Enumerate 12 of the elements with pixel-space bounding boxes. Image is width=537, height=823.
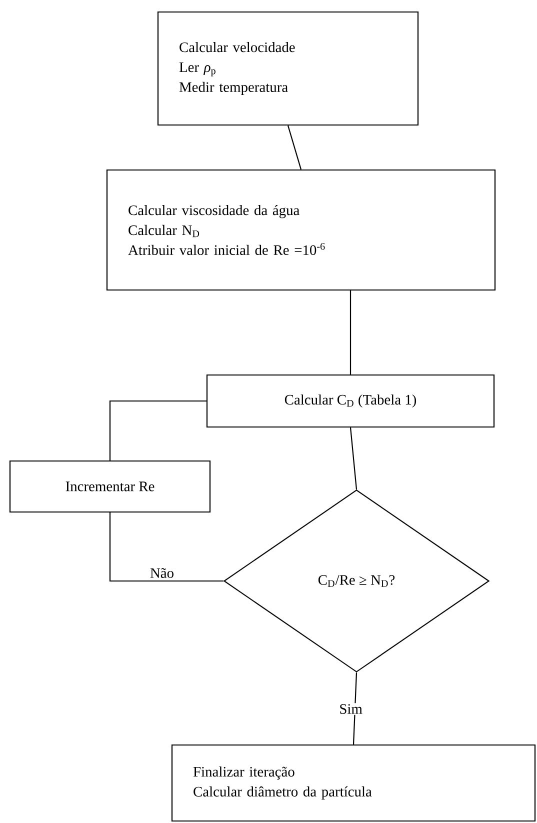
process-box: Calcular viscosidade da água Calcular N$_{D}$ Atribuir valor inicial de Re =10$^{-6}$ xyxy=(106,169,496,291)
connector-line xyxy=(350,428,358,490)
process-box: Finalizar iteração Calcular diâmetro da partícula xyxy=(171,744,536,822)
connector-line xyxy=(109,400,206,460)
connector-line xyxy=(109,512,224,582)
process-box: Incrementar Re xyxy=(9,460,211,513)
process-box: Calcular velocidade Ler ρ$_{p}$ Medir temperatura xyxy=(157,11,419,126)
process-box: Calcular C$_{D}$ (Tabela 1) xyxy=(206,374,495,428)
edge-label: Sim xyxy=(338,703,364,715)
connector-line xyxy=(287,125,302,170)
connector-line xyxy=(350,290,352,374)
edge-label: Não xyxy=(148,567,176,579)
